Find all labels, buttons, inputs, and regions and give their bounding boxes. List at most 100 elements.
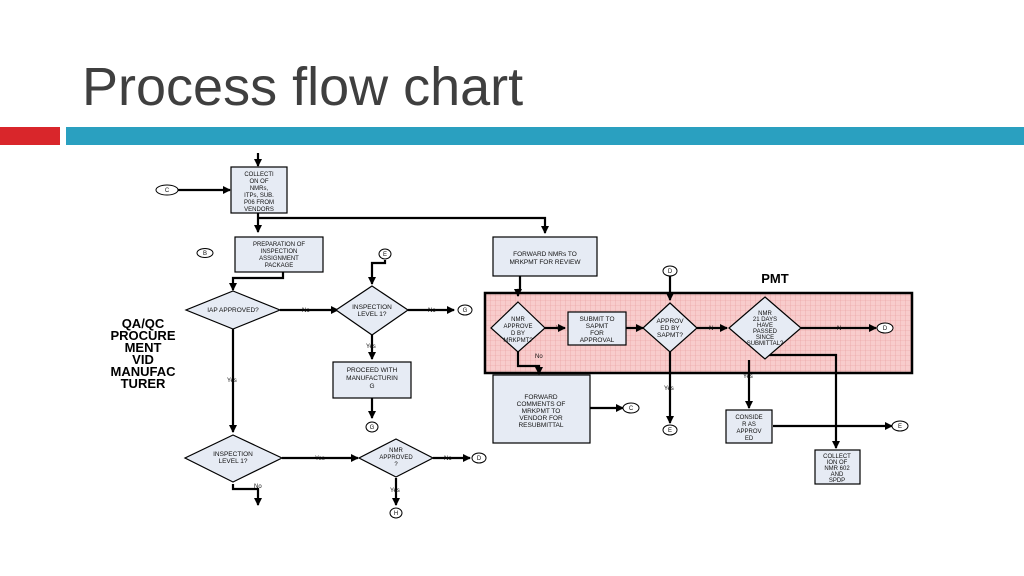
box-line: PROCEED WITH (347, 367, 398, 374)
side-label-line: MANUFAC (111, 364, 177, 379)
connector-label: E (898, 424, 902, 430)
side-label-line: PROCURE (110, 328, 175, 343)
edge-label-yes: Yes (366, 344, 376, 350)
box-line: SPDP (829, 478, 845, 484)
box-line: FOR (590, 330, 604, 337)
box-line: MRKPMT FOR REVIEW (509, 259, 581, 266)
decision-text: D BY (511, 331, 525, 337)
accent-bar-blue (66, 127, 1024, 145)
decision-text: LEVEL 1? (218, 458, 247, 465)
decision-text: SINCE (756, 335, 774, 341)
side-label-line: MENT (125, 340, 162, 355)
connector-label: E (668, 428, 672, 434)
box-line: CONSIDE (735, 415, 762, 421)
consider-approved-box: CONSIDE R AS APPROV ED (725, 409, 773, 444)
decision-text: INSPECTION (352, 304, 392, 311)
box-line: ON OF (250, 179, 269, 185)
box-line: MANUFACTURIN (346, 375, 398, 382)
connector-d-pmt-right (876, 322, 894, 334)
inspection-level-decision-1: INSPECTION LEVEL 1? (334, 285, 410, 336)
box-line: INSPECTION (261, 249, 298, 255)
connector-c-left (155, 184, 179, 196)
decision-text: ? (394, 462, 398, 468)
decision-text: APPROVE (503, 324, 532, 330)
edge-label-no: No (302, 308, 310, 314)
21-days-decision: NMR 21 DAYS HAVE PASSED SINCE SUBMITTAL? (728, 296, 802, 360)
box-line: VENDOR FOR (519, 415, 563, 422)
box-line: COLLECTI (244, 172, 274, 178)
edge-label-yes: Yes (664, 386, 674, 392)
decision-text: MRKPMT? (503, 338, 533, 344)
inspection-level-decision-2: INSPECTION LEVEL 1? (183, 434, 284, 483)
edge-label-yes: Yes (315, 456, 325, 462)
decision-text: ED BY (660, 325, 680, 332)
box-line: ITPs, SUB. (244, 193, 274, 199)
connector-label: C (629, 406, 634, 412)
connector-label: D (668, 269, 673, 275)
box-line: MRKPMT TO (522, 408, 561, 415)
box-line: APPROV (736, 429, 761, 435)
connector-label: D (883, 326, 888, 332)
collection-box: COLLECTI ON OF NMRs, ITPs, SUB. P06 FROM… (230, 166, 288, 214)
box-line: FORWARD NMRs TO (513, 251, 577, 258)
box-line: COLLECT (823, 454, 851, 460)
decision-text: APPROV (656, 318, 684, 325)
decision-text: PASSED (753, 329, 778, 335)
edge-label-yes: Yes (390, 488, 400, 494)
decision-text: LEVEL 1? (357, 311, 386, 318)
proceed-box: PROCEED WITH MANUFACTURIN G (332, 361, 412, 399)
forward-nmrs-box: FORWARD NMRs TO MRKPMT FOR REVIEW (492, 236, 598, 277)
decision-text: SUBMITTAL? (747, 341, 784, 347)
nmr-approved-mrkpmt-decision: NMR APPROVE D BY MRKPMT? (490, 301, 546, 353)
side-label-line: VID (132, 352, 154, 367)
box-line: VENDORS (244, 207, 274, 213)
forward-comments-box: FORWARD COMMENTS OF MRKPMT TO VENDOR FOR… (492, 374, 591, 444)
box-line: AND (831, 472, 844, 478)
box-line: COMMENTS OF (517, 401, 566, 408)
decision-text: IAP APPROVED? (207, 307, 259, 314)
connector-e-top (378, 248, 392, 260)
side-label: QA/QC PROCURE MENT VID MANUFAC TURER (110, 316, 176, 391)
box-line: P06 FROM (244, 200, 274, 206)
box-line: ASSIGNMENT (259, 256, 299, 262)
edge-label-no: No (428, 308, 436, 314)
box-line: ED (745, 436, 754, 442)
box-line: SUBMIT TO (579, 316, 614, 323)
connector-label: E (383, 252, 387, 258)
accent-bar-red (0, 127, 60, 145)
connector-d-pmt-top (662, 265, 678, 277)
decision-text: HAVE (757, 323, 773, 329)
box-line: PACKAGE (265, 263, 294, 269)
iap-approved-decision: IAP APPROVED? (184, 290, 282, 330)
box-line: NMR 602 (824, 466, 850, 472)
page-title: Process flow chart (82, 57, 524, 117)
box-line: APPROVAL (580, 337, 615, 344)
edge-label-y: Y (556, 326, 560, 332)
edge-label-no: No (444, 456, 452, 462)
connector-d-nmr (471, 452, 487, 464)
edge-label-n: N (709, 326, 713, 332)
connector-label: G (370, 425, 375, 431)
box-line: NMRs, (250, 186, 269, 192)
connector-c-right (622, 402, 640, 414)
connector-label: H (394, 511, 398, 517)
collection-nmr-box: COLLECT ION OF NMR 602 AND SPDP (814, 449, 861, 485)
connector-g-right (457, 304, 473, 316)
pmt-region (483, 291, 914, 375)
nmr-approved-decision: NMR APPROVED ? (357, 438, 435, 478)
edge-label-n: N (837, 326, 841, 332)
submit-box: SUBMIT TO SAPMT FOR APPROVAL (567, 311, 627, 346)
edge-label-no: No (254, 484, 262, 490)
box-line: RESUBMITTAL (518, 422, 563, 429)
connector-e-right (891, 420, 909, 432)
box-line: G (369, 383, 374, 390)
connector-e-bottom (662, 424, 678, 436)
connector-label: G (463, 308, 468, 314)
preparation-box: PREPARATION OF INSPECTION ASSIGNMENT PAC… (234, 236, 324, 273)
edge-label-yes: Yes (227, 378, 237, 384)
decision-text: NMR (389, 448, 403, 454)
connector-b-left (196, 248, 214, 258)
connector-label: C (165, 188, 170, 194)
connector-g-bottom (365, 421, 379, 433)
